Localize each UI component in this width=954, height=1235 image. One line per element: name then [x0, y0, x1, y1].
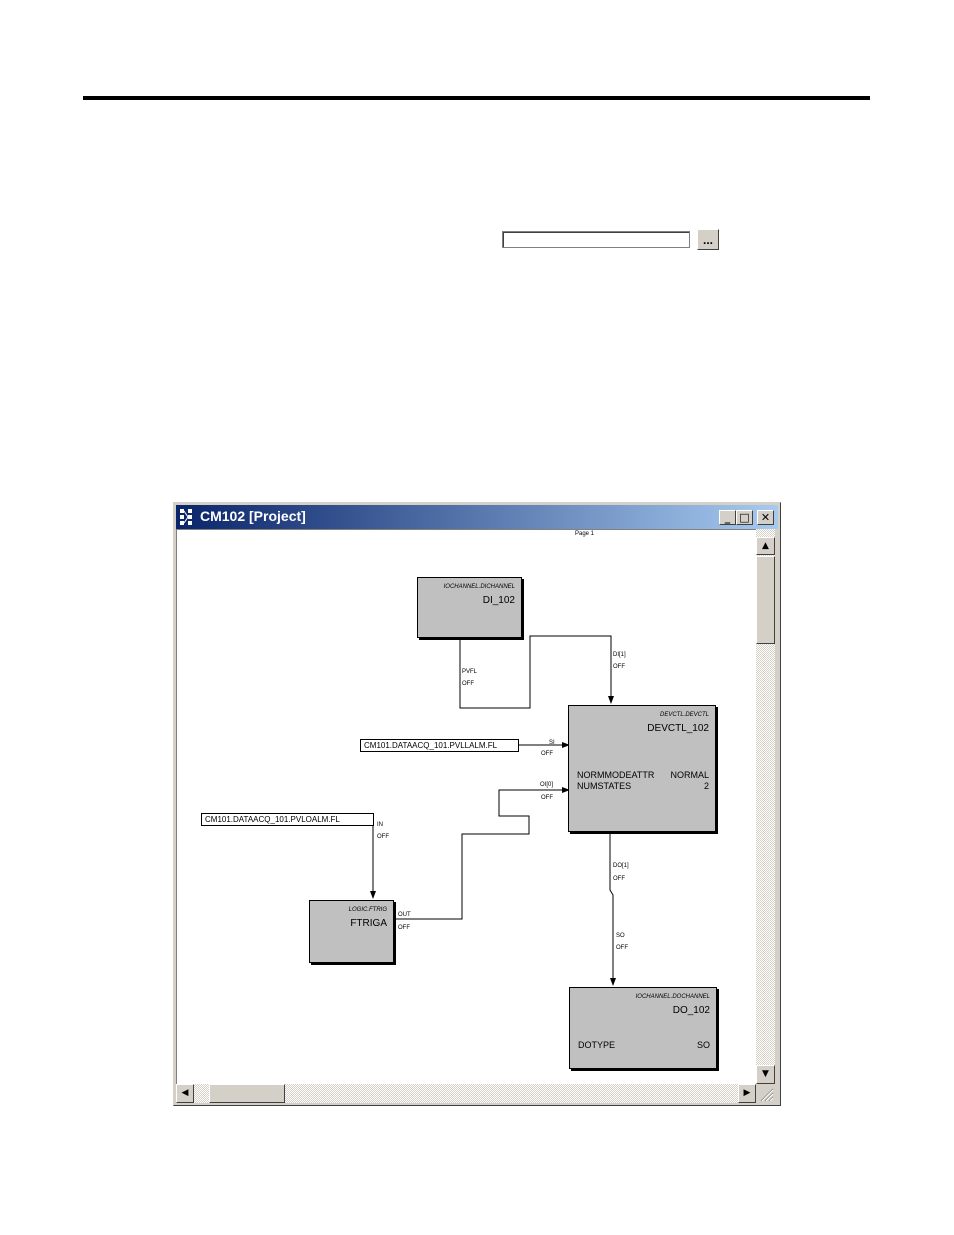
minimize-button[interactable]: _ — [719, 510, 736, 525]
vertical-scroll-thumb[interactable] — [756, 556, 775, 644]
scroll-right-button[interactable]: ▶ — [738, 1084, 756, 1103]
block-ftriga[interactable]: LOGIC.FTRIG FTRIGA — [309, 900, 394, 963]
control-module-icon[interactable] — [179, 508, 197, 526]
pin-label: OI[0] — [540, 782, 554, 788]
pin-label: SI — [549, 740, 555, 746]
ref-pvllalm[interactable]: CM101.DATAACQ_101.PVLLALM.FL — [360, 739, 519, 752]
vertical-scrollbar[interactable]: ▲ ▼ — [756, 529, 775, 1084]
pin-label: OUT — [398, 912, 411, 918]
block-type-label: IOCHANNEL.DICHANNEL — [443, 584, 515, 590]
block-do-102[interactable]: IOCHANNEL.DOCHANNEL DO_102 DOTYPE SO — [569, 987, 717, 1069]
block-name-label: DEVCTL_102 — [647, 723, 709, 734]
wires — [370, 635, 616, 986]
maximize-button[interactable]: □ — [736, 510, 753, 525]
param-value: NORMAL — [670, 770, 709, 780]
top-rule — [83, 96, 870, 100]
pin-value: OFF — [398, 925, 410, 931]
pin-value: OFF — [613, 876, 625, 882]
block-type-label: LOGIC.FTRIG — [348, 907, 387, 913]
wire-pvloalm — [370, 818, 376, 899]
pin-label: DI[1] — [613, 652, 626, 658]
block-type-label: DEVCTL.DEVCTL — [659, 712, 709, 718]
pin-value: OFF — [613, 664, 625, 670]
pin-label: DO[1] — [613, 863, 629, 869]
path-input[interactable] — [502, 231, 690, 248]
pin-value: OFF — [541, 795, 553, 801]
resize-grip-icon[interactable] — [756, 1084, 775, 1103]
wire-do — [609, 830, 616, 986]
pin-label: PVFL — [462, 669, 478, 675]
browse-button[interactable]: ... — [697, 229, 719, 250]
block-devctl-102[interactable]: DEVCTL.DEVCTL DEVCTL_102 NORMMODEATTR NO… — [568, 705, 716, 832]
page-label: Page 1 — [575, 531, 595, 537]
wire-pvfl — [459, 635, 614, 709]
scroll-up-button[interactable]: ▲ — [756, 537, 775, 555]
diagram-canvas[interactable]: Page 1 IOCHANNEL.DICHANNEL DI_102 DEVCTL… — [176, 529, 756, 1084]
title-bar[interactable]: CM102 [Project] _ □ ✕ — [176, 505, 778, 529]
cm102-window: CM102 [Project] _ □ ✕ Page 1 IOCHANNEL.D… — [173, 502, 781, 1106]
block-di-102[interactable]: IOCHANNEL.DICHANNEL DI_102 — [417, 577, 522, 638]
param-value: SO — [696, 1040, 710, 1050]
block-name-label: DI_102 — [482, 595, 515, 606]
param-value: 2 — [703, 781, 709, 791]
param-name: NORMMODEATTR — [577, 770, 655, 780]
close-button[interactable]: ✕ — [757, 510, 774, 525]
param-name: DOTYPE — [578, 1040, 616, 1050]
horizontal-scrollbar[interactable]: ◀ ▶ — [176, 1084, 756, 1103]
wire-out — [394, 787, 570, 920]
pin-value: OFF — [541, 751, 553, 757]
horizontal-scroll-thumb[interactable] — [209, 1084, 285, 1103]
pin-value: OFF — [616, 945, 628, 951]
pin-value: OFF — [462, 681, 474, 687]
block-name-label: DO_102 — [672, 1005, 710, 1016]
ref-pvloalm[interactable]: CM101.DATAACQ_101.PVLOALM.FL — [201, 813, 374, 826]
block-name-label: FTRIGA — [350, 918, 387, 929]
window-title: CM102 [Project] — [200, 508, 306, 524]
block-type-label: IOCHANNEL.DOCHANNEL — [635, 994, 710, 1000]
scroll-left-button[interactable]: ◀ — [176, 1084, 194, 1103]
param-name: NUMSTATES — [577, 781, 632, 791]
pin-label: IN — [377, 822, 383, 828]
pin-label: SO — [616, 933, 625, 939]
scroll-down-button[interactable]: ▼ — [756, 1065, 775, 1084]
pin-value: OFF — [377, 834, 389, 840]
